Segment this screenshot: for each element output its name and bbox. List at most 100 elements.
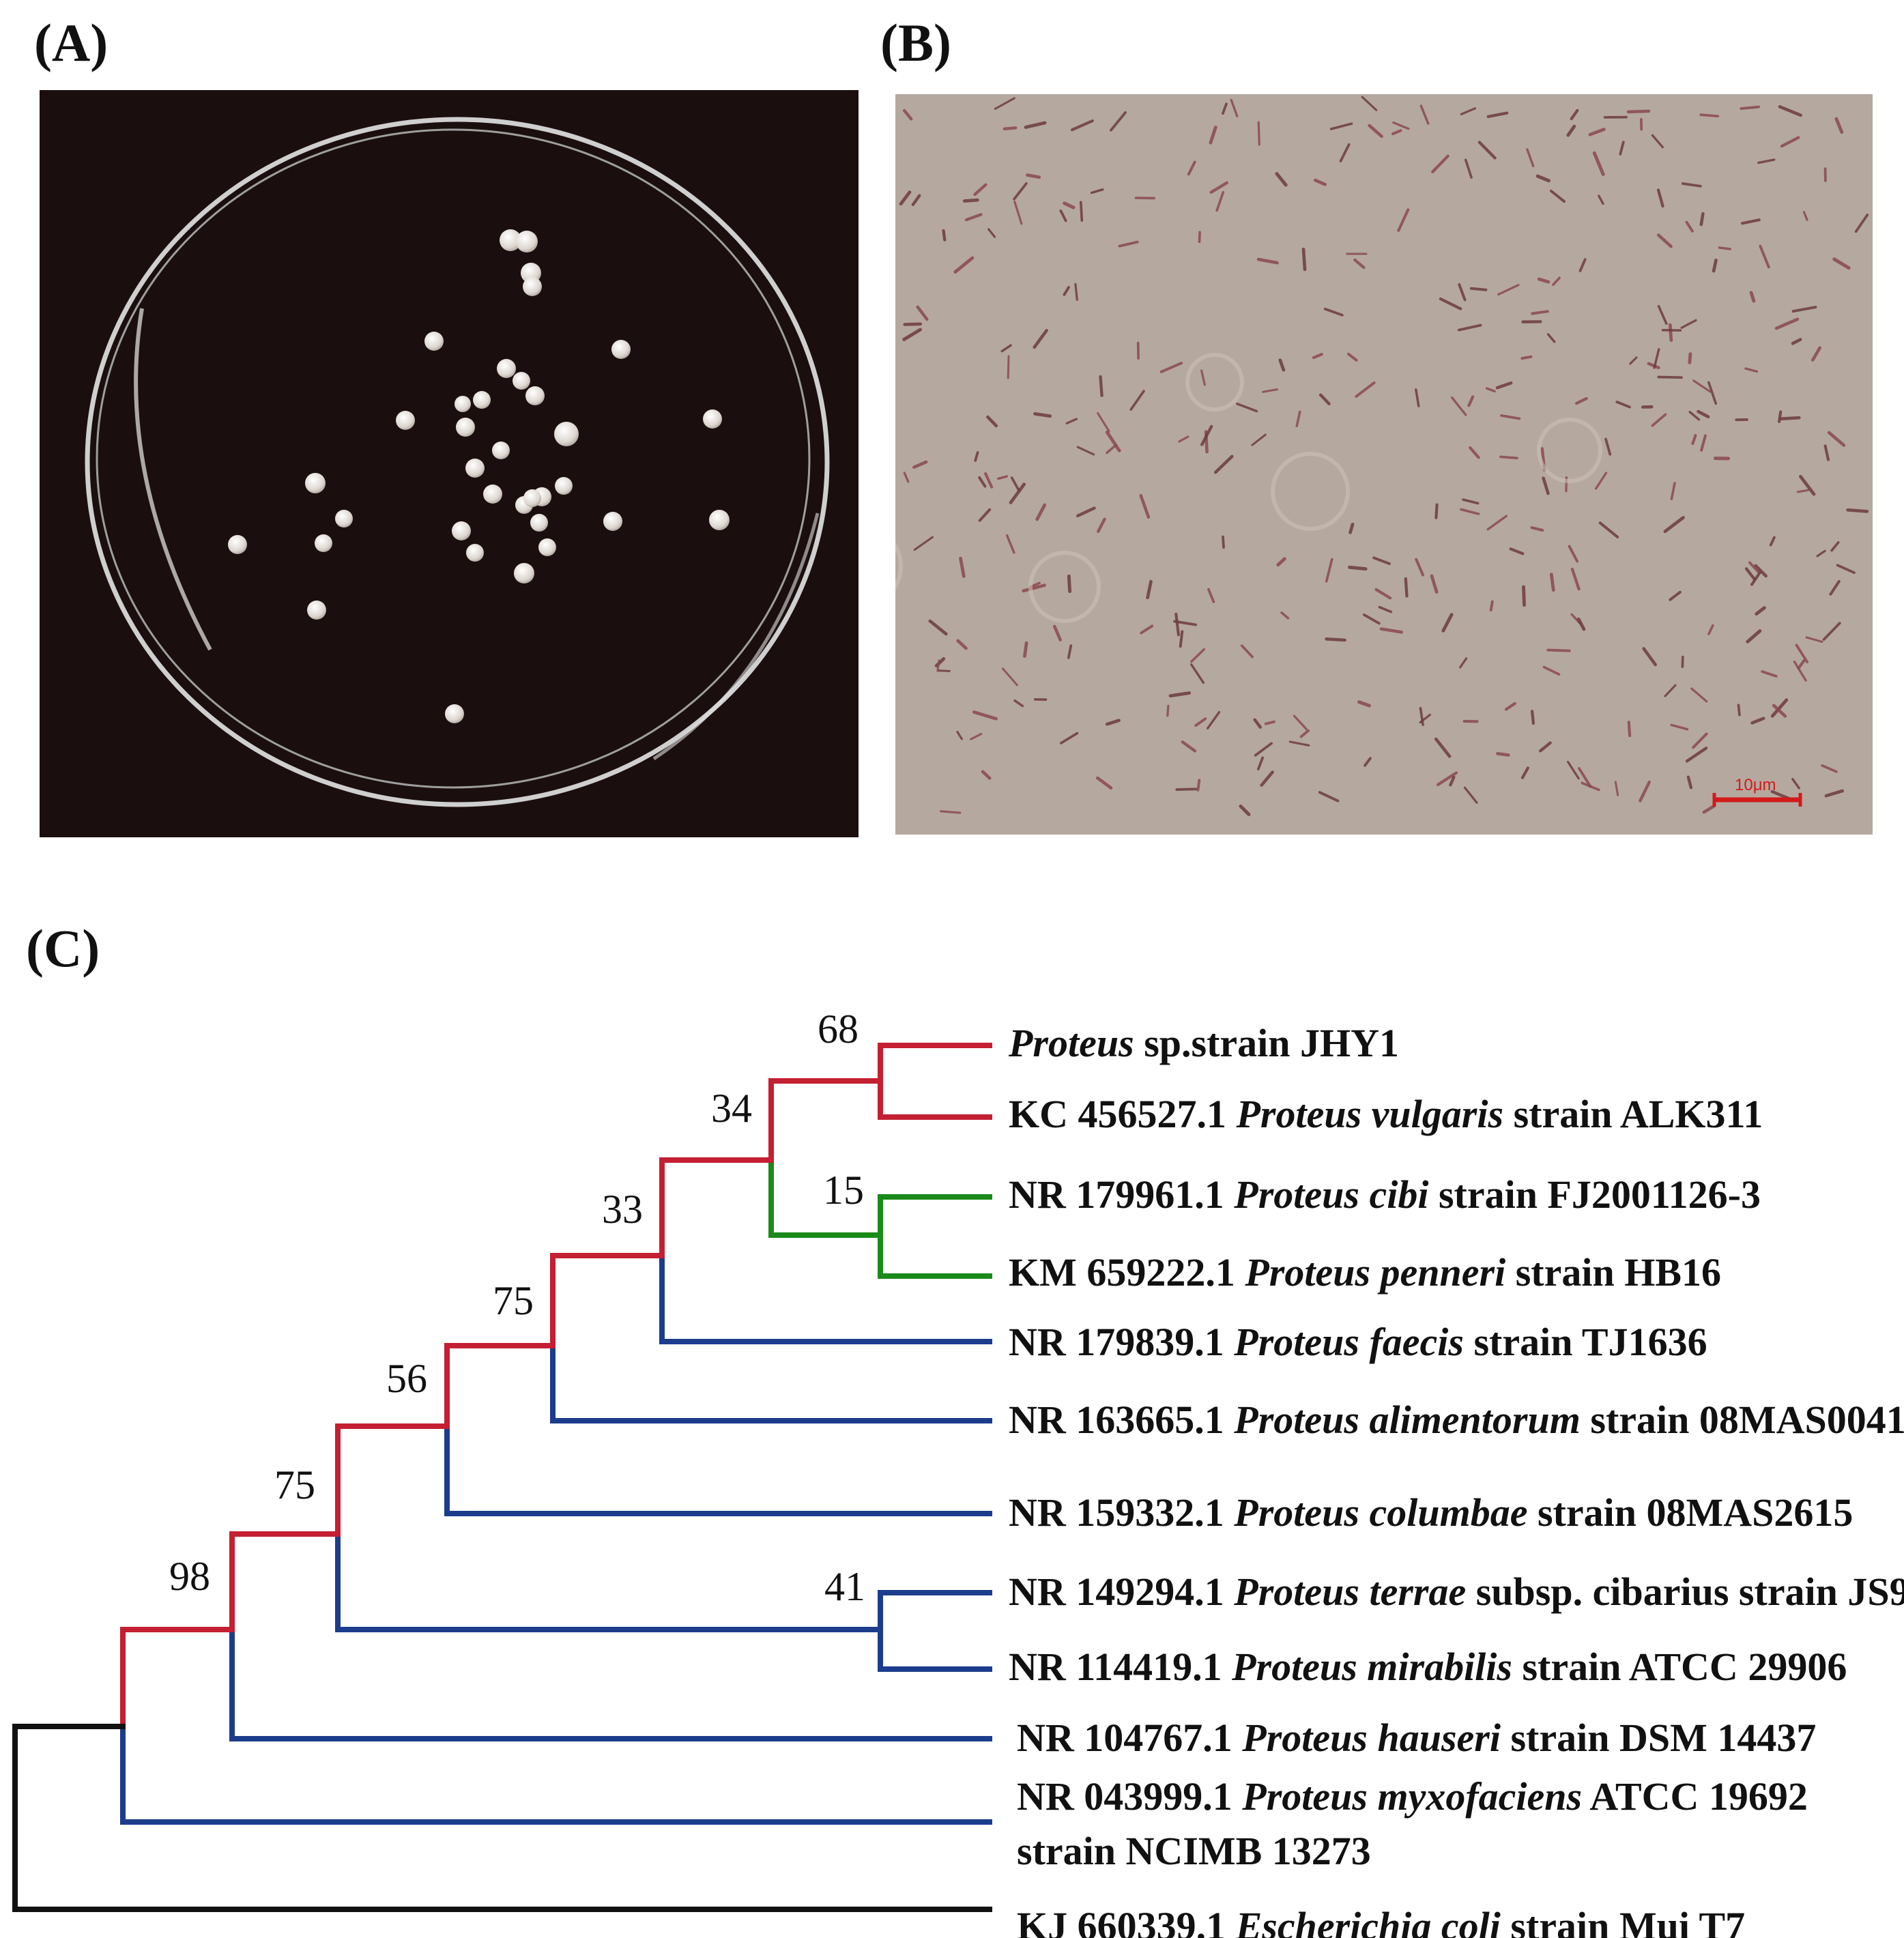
- rod-cell: [1262, 388, 1278, 393]
- species-name: Proteus faecis: [1233, 1320, 1464, 1364]
- rod-cell: [1007, 355, 1010, 379]
- colony: [525, 386, 545, 405]
- rod-cell: [1651, 134, 1664, 149]
- taxon-label: NR 163665.1 Proteus alimentorum strain 0…: [1009, 1398, 1904, 1442]
- rod-cell: [1685, 220, 1694, 233]
- rod-cell: [1200, 424, 1213, 446]
- rod-cell: [1005, 534, 1015, 554]
- rod-cell: [1325, 637, 1346, 642]
- taxon-label: NR 179839.1 Proteus faecis strain TJ1636: [1009, 1320, 1707, 1364]
- rod-cell: [1653, 348, 1660, 369]
- rod-cell: [1469, 287, 1488, 291]
- rod-cell: [1535, 174, 1550, 183]
- accession-number: NR 149294.1: [1009, 1570, 1234, 1614]
- colony: [335, 510, 353, 527]
- rod-cell: [1827, 431, 1846, 447]
- rod-cell: [1013, 201, 1023, 225]
- colony: [307, 601, 326, 620]
- rod-cell: [1836, 564, 1856, 575]
- rod-cell: [1805, 636, 1823, 643]
- rod-cell: [1680, 319, 1697, 329]
- rod-cell: [1139, 493, 1151, 519]
- rod-cell: [1542, 476, 1550, 495]
- rod-cell: [1236, 402, 1258, 413]
- rod-cell: [1670, 482, 1676, 500]
- rod-cell: [1065, 418, 1078, 424]
- taxon-label: NR 149294.1 Proteus terrae subsp. cibari…: [1009, 1570, 1904, 1614]
- rod-cell: [1458, 283, 1467, 302]
- colony: [455, 396, 471, 412]
- rod-cell: [978, 508, 992, 522]
- rod-cell: [1699, 113, 1720, 118]
- rod-cell: [1538, 741, 1552, 753]
- rod-cell: [1200, 369, 1206, 386]
- rod-cell: [981, 770, 992, 780]
- species-name: Proteus mirabilis: [1231, 1645, 1512, 1689]
- rod-cell: [1257, 121, 1260, 146]
- rod-cell: [1209, 181, 1228, 194]
- rod-cell: [1685, 747, 1708, 763]
- rod-cell: [1509, 547, 1525, 555]
- colony: [603, 512, 622, 531]
- species-name: Proteus hauseri: [1241, 1716, 1501, 1760]
- rod-cell: [1419, 706, 1424, 727]
- rod-cell: [1741, 218, 1761, 225]
- strain-name: strain ALK311: [1503, 1092, 1763, 1136]
- rod-cell: [1824, 789, 1845, 798]
- taxon-label: NR 179961.1 Proteus cibi strain FJ200112…: [1009, 1172, 1761, 1217]
- rod-cell: [1439, 297, 1462, 310]
- rod-cell: [1531, 310, 1549, 315]
- rod-cell: [1681, 182, 1702, 188]
- rod-cell: [1001, 667, 1018, 686]
- halo: [1537, 418, 1602, 483]
- rod-cell: [1404, 577, 1409, 598]
- scale-bar: 10μm: [1712, 776, 1802, 807]
- rod-cell: [1063, 201, 1076, 209]
- rod-cell: [1278, 358, 1286, 372]
- tree-branches: [12, 1043, 992, 1912]
- rod-cell: [1457, 323, 1482, 332]
- rod-cell: [1392, 121, 1410, 130]
- rod-cell: [1079, 201, 1084, 222]
- colony: [452, 521, 471, 540]
- rod-cell: [942, 229, 947, 242]
- rod-cell: [1669, 590, 1682, 601]
- rod-cell: [1467, 395, 1475, 407]
- rod-cell: [1686, 775, 1693, 790]
- colony: [315, 534, 332, 552]
- rod-bacteria: [895, 96, 1869, 816]
- rod-cell: [1712, 259, 1718, 273]
- rod-cell: [1489, 600, 1494, 611]
- bootstrap-value: 33: [602, 1187, 643, 1232]
- bootstrap-value: 68: [818, 1007, 859, 1052]
- rod-cell: [1253, 718, 1263, 729]
- rod-cell: [1500, 414, 1521, 420]
- colony: [456, 418, 475, 437]
- rod-cell: [936, 659, 940, 672]
- rod-cell: [1026, 173, 1041, 179]
- rod-cell: [1477, 141, 1497, 160]
- rod-cell: [1791, 306, 1817, 313]
- rod-cell: [1280, 611, 1290, 620]
- halo: [1185, 353, 1244, 411]
- rod-cell: [1174, 612, 1180, 637]
- colony: [555, 477, 573, 495]
- rod-cell: [1314, 178, 1327, 186]
- rod-cell: [1105, 430, 1121, 452]
- rod-cell: [1299, 729, 1310, 738]
- strain-name: strain 08MAS0041: [1581, 1398, 1904, 1442]
- rod-cell: [1750, 717, 1765, 725]
- colony: [523, 489, 541, 507]
- taxon-label: NR 043999.1 Proteus myxofaciens ATCC 196…: [1017, 1774, 1808, 1819]
- rod-cell: [1010, 476, 1020, 492]
- rod-cell: [972, 710, 998, 721]
- rod-cell: [1415, 388, 1420, 407]
- rod-cell: [1754, 564, 1768, 578]
- rod-cell: [1276, 557, 1286, 567]
- rod-cell: [1626, 109, 1651, 114]
- rod-cell: [1759, 244, 1770, 269]
- rod-cell: [1619, 141, 1625, 156]
- rod-cell: [1699, 212, 1705, 227]
- rod-cell: [928, 619, 948, 636]
- rod-cell: [1821, 764, 1838, 773]
